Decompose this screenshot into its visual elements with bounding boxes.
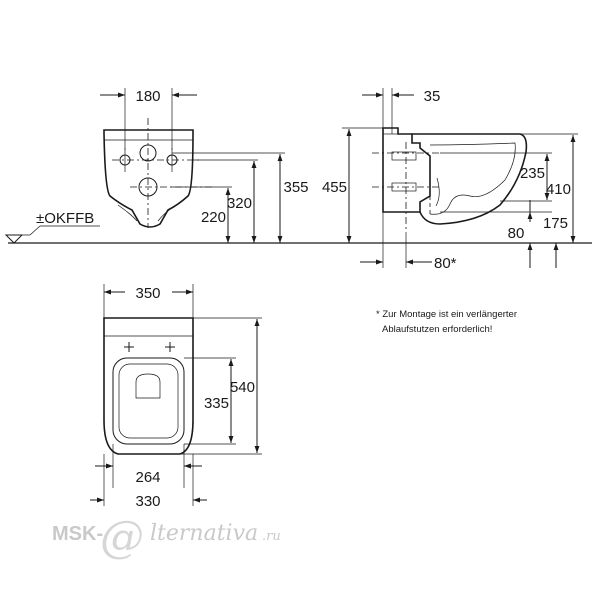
dim-80-vertical: 80 — [508, 225, 525, 242]
note-line-2: Ablaufstutzen erforderlich! — [382, 324, 492, 335]
dim-175: 175 — [543, 215, 568, 232]
note-line-1: * Zur Montage ist ein verlängerter — [376, 309, 517, 320]
side-view-mount — [382, 127, 431, 213]
watermark: MSK- @ lternativa .ru — [52, 512, 281, 563]
floor-reference-symbol — [4, 234, 24, 244]
dim-330: 330 — [135, 493, 160, 510]
floor-reference-label: ±OKFFB — [36, 210, 94, 227]
watermark-domain: .ru — [262, 529, 281, 544]
dim-410: 410 — [546, 181, 571, 198]
installation-note: * Zur Montage ist ein verlängerter Ablau… — [376, 309, 517, 335]
top-view: 350 540 335 264 330 — [90, 284, 262, 510]
side-view-bowl — [412, 133, 528, 225]
watermark-script: lternativa — [150, 521, 258, 546]
watermark-at: @ — [100, 512, 144, 563]
top-view-bowl-opening — [118, 363, 179, 439]
dim-235: 235 — [520, 165, 545, 182]
dim-350: 350 — [135, 285, 160, 302]
fixing-mark-left — [124, 342, 134, 352]
front-view: 180 220 320 355 ±OKFFB — [4, 88, 309, 244]
side-view: 35 455 235 410 175 80 80* — [322, 88, 578, 272]
dim-355: 355 — [283, 179, 308, 196]
dim-180: 180 — [135, 88, 160, 105]
dim-335: 335 — [204, 395, 229, 412]
dim-320: 320 — [227, 195, 252, 212]
dim-540: 540 — [230, 379, 255, 396]
top-view-drain — [135, 373, 161, 399]
dim-220: 220 — [201, 209, 226, 226]
dim-455: 455 — [322, 179, 347, 196]
dim-80-star: 80* — [434, 255, 457, 272]
dim-264: 264 — [135, 469, 160, 486]
top-view-outline — [103, 317, 194, 455]
top-view-bowl-rim — [112, 357, 185, 445]
side-view-bowl-inner — [429, 142, 516, 215]
front-view-outline — [103, 129, 194, 228]
fixing-mark-right — [165, 342, 175, 352]
dim-35: 35 — [424, 88, 441, 105]
watermark-brand: MSK- — [52, 523, 103, 545]
